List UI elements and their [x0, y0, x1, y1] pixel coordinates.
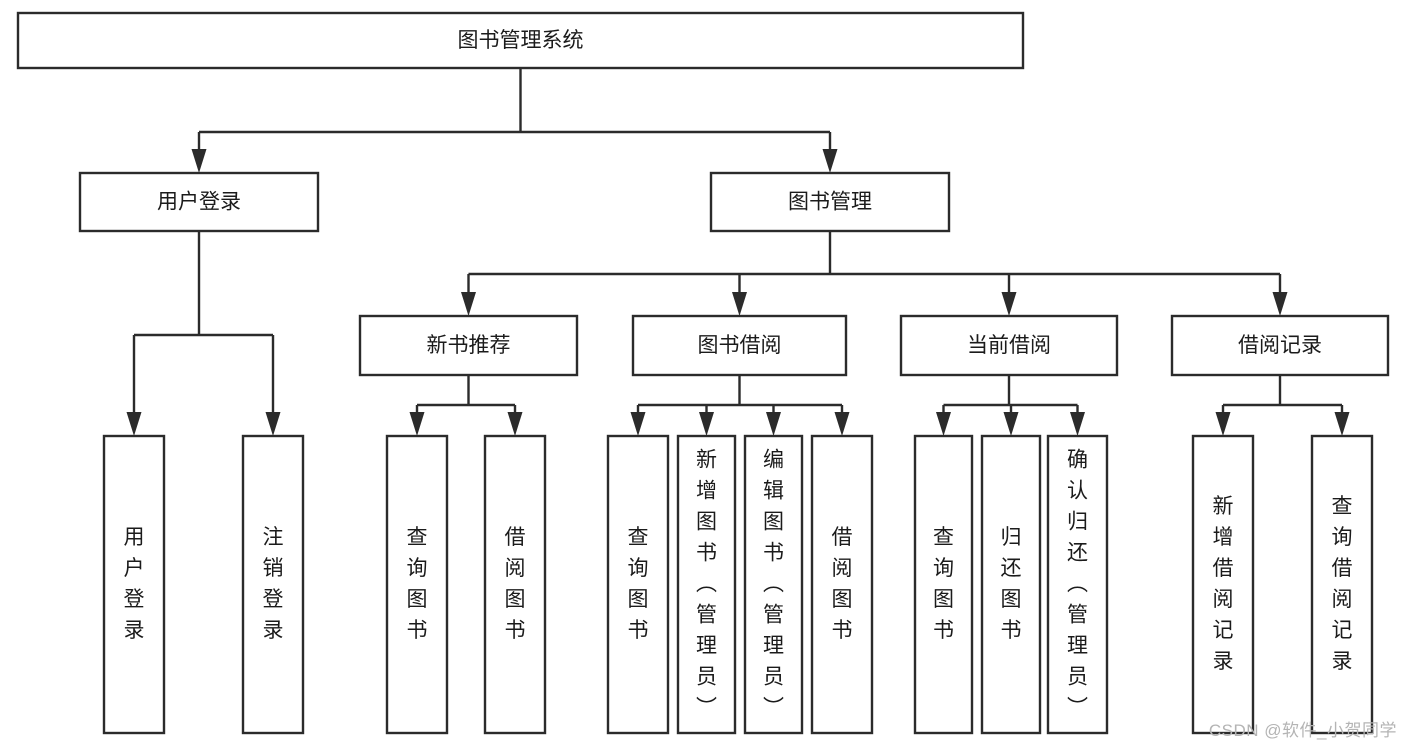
arrow-head-icon	[766, 412, 781, 436]
node-label-leaf-query-borrow-record: 查询借阅记录	[1332, 495, 1353, 673]
arrow-head-icon	[834, 412, 850, 436]
arrow-head-icon	[1001, 292, 1017, 316]
node-book-borrow[interactable]: 图书借阅	[631, 314, 848, 377]
node-box-leaf-add-book[interactable]	[676, 434, 737, 735]
node-label-leaf-query-book-current: 查询图书	[933, 526, 954, 642]
node-leaf-add-borrow-record[interactable]: 新增借阅记录	[1191, 434, 1255, 735]
nodes-layer: 图书管理系统用户登录图书管理新书推荐图书借阅当前借阅借阅记录用户登录注销登录查询…	[16, 11, 1390, 735]
arrow-head-icon	[409, 412, 425, 436]
node-box-user-login[interactable]	[78, 171, 320, 233]
node-leaf-add-book[interactable]: 新增图书︵管理员︶	[676, 434, 737, 735]
node-box-leaf-edit-book[interactable]	[743, 434, 804, 735]
node-box-leaf-add-borrow-record[interactable]	[1191, 434, 1255, 735]
node-box-book-management[interactable]	[709, 171, 951, 233]
connector-group	[936, 375, 1085, 436]
node-leaf-user-login[interactable]: 用户登录	[102, 434, 166, 735]
arrow-head-icon	[822, 149, 838, 173]
arrow-head-icon	[630, 412, 646, 436]
node-leaf-confirm-return[interactable]: 确认归还︵管理员︶	[1046, 434, 1109, 735]
node-label-leaf-borrow-book-recommend: 借阅图书	[505, 526, 526, 642]
connector-group	[630, 375, 850, 436]
node-box-leaf-query-book-recommend[interactable]	[385, 434, 449, 735]
connector-group	[461, 231, 1288, 316]
node-label-borrow-records: 借阅记录	[1238, 334, 1322, 357]
node-label-leaf-query-book-borrow: 查询图书	[628, 526, 649, 642]
node-user-login[interactable]: 用户登录	[78, 171, 320, 233]
node-leaf-logout-login[interactable]: 注销登录	[241, 434, 305, 735]
node-label-leaf-user-login: 用户登录	[124, 526, 145, 642]
node-label-leaf-return-book: 归还图书	[1001, 526, 1022, 642]
node-box-new-book-recommend[interactable]	[358, 314, 579, 377]
node-box-leaf-confirm-return[interactable]	[1046, 434, 1109, 735]
node-box-leaf-user-login[interactable]	[102, 434, 166, 735]
node-label-user-login: 用户登录	[157, 191, 241, 214]
node-box-leaf-query-book-borrow[interactable]	[606, 434, 670, 735]
node-box-leaf-borrow-book[interactable]	[810, 434, 874, 735]
connector-group	[191, 68, 838, 173]
node-label-leaf-query-book-recommend: 查询图书	[407, 526, 428, 642]
watermark-label: CSDN @软件_小贺同学	[1208, 721, 1397, 740]
node-box-leaf-query-borrow-record[interactable]	[1310, 434, 1374, 735]
arrow-head-icon	[732, 292, 747, 316]
node-box-leaf-borrow-book-recommend[interactable]	[483, 434, 547, 735]
node-box-book-borrow[interactable]	[631, 314, 848, 377]
arrow-head-icon	[936, 412, 951, 436]
connector-group	[126, 231, 281, 436]
node-label-leaf-add-borrow-record: 新增借阅记录	[1213, 495, 1234, 673]
node-box-leaf-return-book[interactable]	[980, 434, 1042, 735]
connectors-layer	[126, 68, 1350, 436]
connector-group	[409, 375, 523, 436]
node-leaf-borrow-book-recommend[interactable]: 借阅图书	[483, 434, 547, 735]
node-leaf-return-book[interactable]: 归还图书	[980, 434, 1042, 735]
node-label-root: 图书管理系统	[458, 29, 584, 52]
arrow-head-icon	[1070, 412, 1085, 436]
node-label-leaf-logout-login: 注销登录	[263, 526, 284, 642]
node-box-borrow-records[interactable]	[1170, 314, 1390, 377]
arrow-head-icon	[191, 149, 207, 173]
node-leaf-edit-book[interactable]: 编辑图书︵管理员︶	[743, 434, 804, 735]
node-book-management[interactable]: 图书管理	[709, 171, 951, 233]
node-label-leaf-add-book: 新增图书︵管理员︶	[696, 448, 717, 719]
node-label-current-borrow: 当前借阅	[967, 334, 1051, 357]
node-root[interactable]: 图书管理系统	[16, 11, 1025, 70]
arrow-head-icon	[1003, 412, 1019, 436]
node-label-book-management: 图书管理	[788, 191, 872, 214]
arrow-head-icon	[461, 292, 476, 316]
node-current-borrow[interactable]: 当前借阅	[899, 314, 1119, 377]
arrow-head-icon	[126, 412, 142, 436]
node-leaf-borrow-book[interactable]: 借阅图书	[810, 434, 874, 735]
node-box-root[interactable]	[16, 11, 1025, 70]
node-box-current-borrow[interactable]	[899, 314, 1119, 377]
node-leaf-query-borrow-record[interactable]: 查询借阅记录	[1310, 434, 1374, 735]
node-new-book-recommend[interactable]: 新书推荐	[358, 314, 579, 377]
node-label-new-book-recommend: 新书推荐	[427, 334, 511, 357]
node-borrow-records[interactable]: 借阅记录	[1170, 314, 1390, 377]
arrow-head-icon	[1215, 412, 1231, 436]
node-box-leaf-logout-login[interactable]	[241, 434, 305, 735]
arrow-head-icon	[1334, 412, 1350, 436]
node-box-leaf-query-book-current[interactable]	[913, 434, 974, 735]
arrow-head-icon	[265, 412, 281, 436]
arrow-head-icon	[507, 412, 523, 436]
node-leaf-query-book-recommend[interactable]: 查询图书	[385, 434, 449, 735]
node-label-leaf-edit-book: 编辑图书︵管理员︶	[763, 448, 784, 719]
node-leaf-query-book-current[interactable]: 查询图书	[913, 434, 974, 735]
arrow-head-icon	[699, 412, 714, 436]
node-label-book-borrow: 图书借阅	[698, 334, 782, 357]
node-leaf-query-book-borrow[interactable]: 查询图书	[606, 434, 670, 735]
arrow-head-icon	[1272, 292, 1288, 316]
node-label-leaf-confirm-return: 确认归还︵管理员︶	[1067, 448, 1088, 719]
connector-group	[1215, 375, 1350, 436]
node-label-leaf-borrow-book: 借阅图书	[832, 526, 853, 642]
